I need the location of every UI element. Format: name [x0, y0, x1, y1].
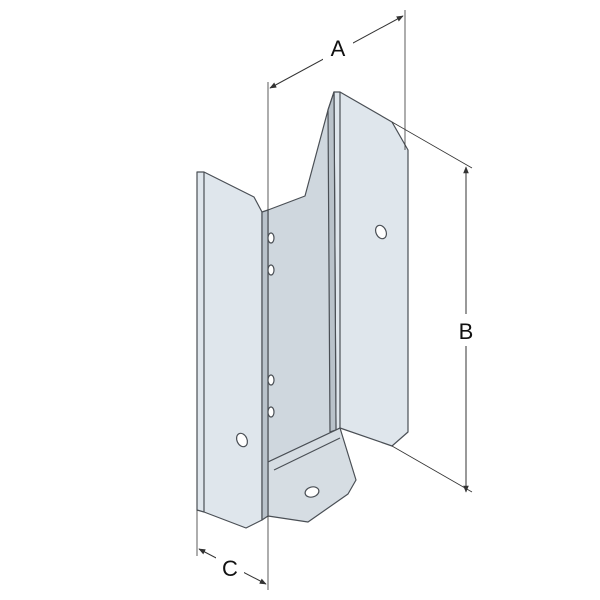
bracket-right-flange [333, 91, 409, 447]
bracket-left-flange [196, 171, 263, 529]
bracket-hole [267, 374, 275, 386]
dimension-c-label: C [222, 556, 238, 581]
bracket-back-plate [267, 91, 337, 463]
dimension-a: A [267, 10, 406, 210]
bracket-hole [235, 432, 249, 448]
bracket-left-flange-edge [261, 209, 269, 521]
bracket-right-flange-edge [327, 91, 337, 433]
bracket [196, 91, 409, 529]
bracket-hole [267, 406, 275, 418]
dimension-a-label: A [331, 36, 346, 61]
bracket-hole [304, 486, 320, 498]
dimension-b-label: B [459, 319, 474, 344]
dimension-b: B [391, 121, 480, 493]
bracket-hole [374, 224, 388, 240]
bracket-hole [267, 232, 275, 244]
dimension-c: C [196, 510, 269, 590]
bracket-hole [267, 264, 275, 276]
bracket-bottom-tab [267, 427, 357, 523]
